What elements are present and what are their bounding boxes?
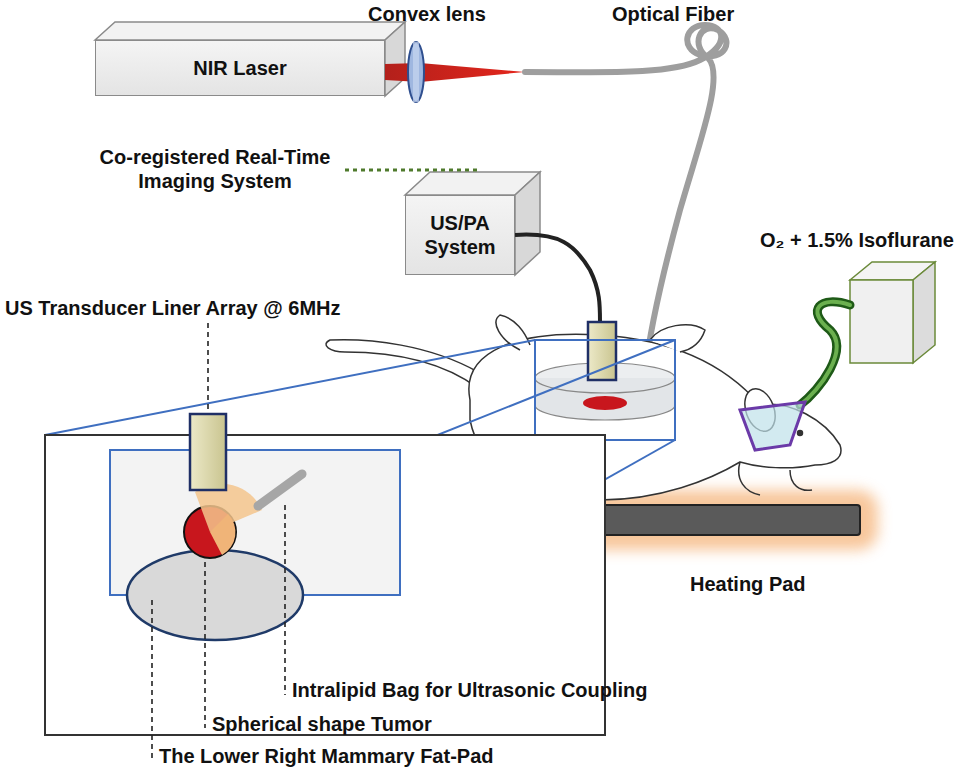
zoom-region (535, 340, 675, 440)
part-label: Heating Pad (690, 572, 806, 596)
part-label: O₂ + 1.5% Isoflurane (760, 228, 954, 252)
convex-lens (408, 42, 424, 102)
part-label: US Transducer Liner Array @ 6MHz (5, 296, 341, 320)
part-label: Intralipid Bag for Ultrasonic Coupling (292, 678, 648, 702)
laser-side (385, 22, 405, 96)
iso-box (850, 280, 913, 363)
transducer-cable (515, 235, 600, 322)
part-label: Convex lens (368, 2, 486, 26)
device-box: NIR Laser (95, 40, 385, 96)
part-label: Optical Fiber (612, 2, 734, 26)
part-label: Co-registered Real-Time Imaging System (85, 145, 345, 193)
zoom-line (45, 340, 535, 435)
transducer-small (588, 322, 616, 380)
uspa-side (515, 172, 540, 275)
device-name: US/PA System (412, 211, 508, 259)
laser-beam (385, 63, 525, 82)
iso-side (913, 262, 935, 363)
part-label: The Lower Right Mammary Fat-Pad (159, 744, 494, 768)
leader-line (345, 169, 480, 172)
transducer (190, 414, 226, 490)
iso-tube-core (800, 302, 850, 405)
zoom-line (400, 340, 675, 450)
fat-pad (127, 550, 303, 640)
illuminated-tumor (210, 514, 235, 555)
iso-tube (800, 302, 850, 405)
device-box: US/PA System (405, 195, 515, 275)
nose-cone (740, 402, 805, 450)
leader-lines (152, 323, 285, 760)
lens-rim (413, 42, 419, 102)
laser-top (95, 22, 405, 40)
part-label: Spherical shape Tumor (212, 712, 432, 736)
device-name: NIR Laser (193, 56, 286, 80)
optical-fiber (525, 25, 726, 372)
inset-fiber (258, 474, 302, 506)
